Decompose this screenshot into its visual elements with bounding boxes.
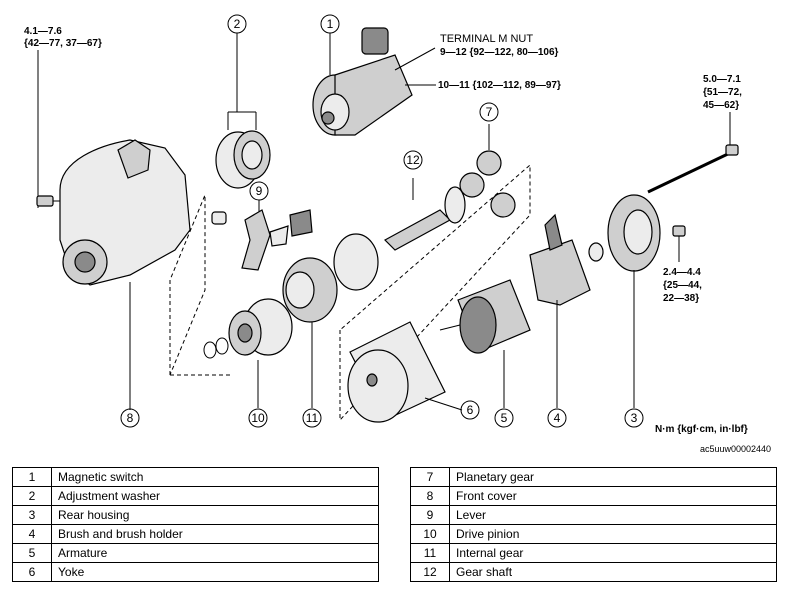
part-number: 3 bbox=[12, 505, 52, 525]
units-label: N·m {kgf·cm, in·lbf} bbox=[655, 424, 748, 435]
part-number: 8 bbox=[410, 486, 450, 506]
exploded-diagram: 4.1—7.6 {42—77, 37—67} TERMINAL M NUT 9—… bbox=[24, 14, 771, 454]
callout-11: 11 bbox=[302, 408, 322, 428]
front-bolt-torque-line1: 4.1—7.6 bbox=[24, 26, 62, 37]
callout-2: 2 bbox=[227, 14, 247, 34]
front-bolt-torque-line2: {42—77, 37—67} bbox=[24, 38, 102, 49]
part-name: Adjustment washer bbox=[51, 486, 379, 506]
part-number: 10 bbox=[410, 524, 450, 544]
callout-7: 7 bbox=[479, 102, 499, 122]
callout-9: 9 bbox=[249, 181, 269, 201]
part-number: 1 bbox=[12, 467, 52, 487]
through-bolt-torque-line2: {51—72, bbox=[703, 87, 742, 98]
adjustment-washer bbox=[215, 33, 271, 189]
part-number: 11 bbox=[410, 543, 450, 563]
callout-12: 12 bbox=[403, 150, 423, 170]
terminal-m-nut-title: TERMINAL M NUT bbox=[440, 33, 533, 45]
svg-text:7: 7 bbox=[486, 105, 493, 119]
internal-gear bbox=[282, 257, 338, 408]
brush-screw bbox=[672, 225, 686, 262]
part-number: 9 bbox=[410, 505, 450, 525]
part-name: Drive pinion bbox=[449, 524, 777, 544]
part-number: 12 bbox=[410, 562, 450, 582]
part-name: Yoke bbox=[51, 562, 379, 582]
part-name: Internal gear bbox=[449, 543, 777, 563]
svg-text:2: 2 bbox=[234, 17, 241, 31]
svg-text:6: 6 bbox=[467, 403, 474, 417]
callout-1: 1 bbox=[320, 14, 340, 34]
svg-text:4: 4 bbox=[554, 411, 561, 425]
part-name: Rear housing bbox=[51, 505, 379, 525]
through-bolt-torque-line1: 5.0—7.1 bbox=[703, 74, 741, 85]
through-bolt bbox=[647, 112, 739, 194]
part-name: Lever bbox=[449, 505, 777, 525]
drive-pinion bbox=[203, 298, 293, 408]
callout-10: 10 bbox=[248, 408, 268, 428]
figure-code: ac5uuw00002440 bbox=[700, 444, 771, 454]
brush-screw-torque-line2: {25—44, bbox=[663, 280, 702, 291]
part-number: 7 bbox=[410, 467, 450, 487]
rear-housing bbox=[607, 194, 661, 408]
part-name: Gear shaft bbox=[449, 562, 777, 582]
front-cover bbox=[59, 139, 191, 410]
callout-8: 8 bbox=[120, 408, 140, 428]
brush-holder bbox=[529, 213, 591, 408]
svg-text:3: 3 bbox=[631, 411, 638, 425]
callout-3: 3 bbox=[624, 408, 644, 428]
part-name: Armature bbox=[51, 543, 379, 563]
part-name: Front cover bbox=[449, 486, 777, 506]
part-number: 2 bbox=[12, 486, 52, 506]
part-name: Brush and brush holder bbox=[51, 524, 379, 544]
through-bolt-torque-line3: 45—62} bbox=[703, 100, 739, 111]
terminal-m-nut-torque: 9—12 {92—122, 80—106} bbox=[440, 47, 559, 58]
callout-4: 4 bbox=[547, 408, 567, 428]
callout-5: 5 bbox=[494, 408, 514, 428]
svg-text:8: 8 bbox=[127, 411, 134, 425]
part-name: Magnetic switch bbox=[51, 467, 379, 487]
magnetic-switch bbox=[312, 27, 436, 136]
svg-text:12: 12 bbox=[406, 153, 420, 167]
retainer-ring bbox=[333, 233, 379, 291]
svg-text:1: 1 bbox=[327, 17, 334, 31]
armature bbox=[439, 279, 531, 408]
lever bbox=[211, 200, 313, 271]
svg-text:5: 5 bbox=[501, 411, 508, 425]
planetary-gear bbox=[459, 124, 516, 218]
rear-bearing-washer bbox=[588, 242, 604, 262]
brush-screw-torque-line3: 22—38} bbox=[663, 293, 699, 304]
part-name: Planetary gear bbox=[449, 467, 777, 487]
svg-text:11: 11 bbox=[306, 411, 319, 425]
part-number: 5 bbox=[12, 543, 52, 563]
yoke bbox=[347, 321, 463, 423]
part-number: 4 bbox=[12, 524, 52, 544]
callout-6: 6 bbox=[460, 400, 480, 420]
brush-screw-torque-line1: 2.4—4.4 bbox=[663, 267, 701, 278]
svg-text:9: 9 bbox=[256, 184, 263, 198]
terminal-b-torque: 10—11 {102—112, 89—97} bbox=[438, 80, 561, 91]
svg-text:10: 10 bbox=[251, 411, 265, 425]
part-number: 6 bbox=[12, 562, 52, 582]
gear-shaft bbox=[384, 178, 466, 251]
